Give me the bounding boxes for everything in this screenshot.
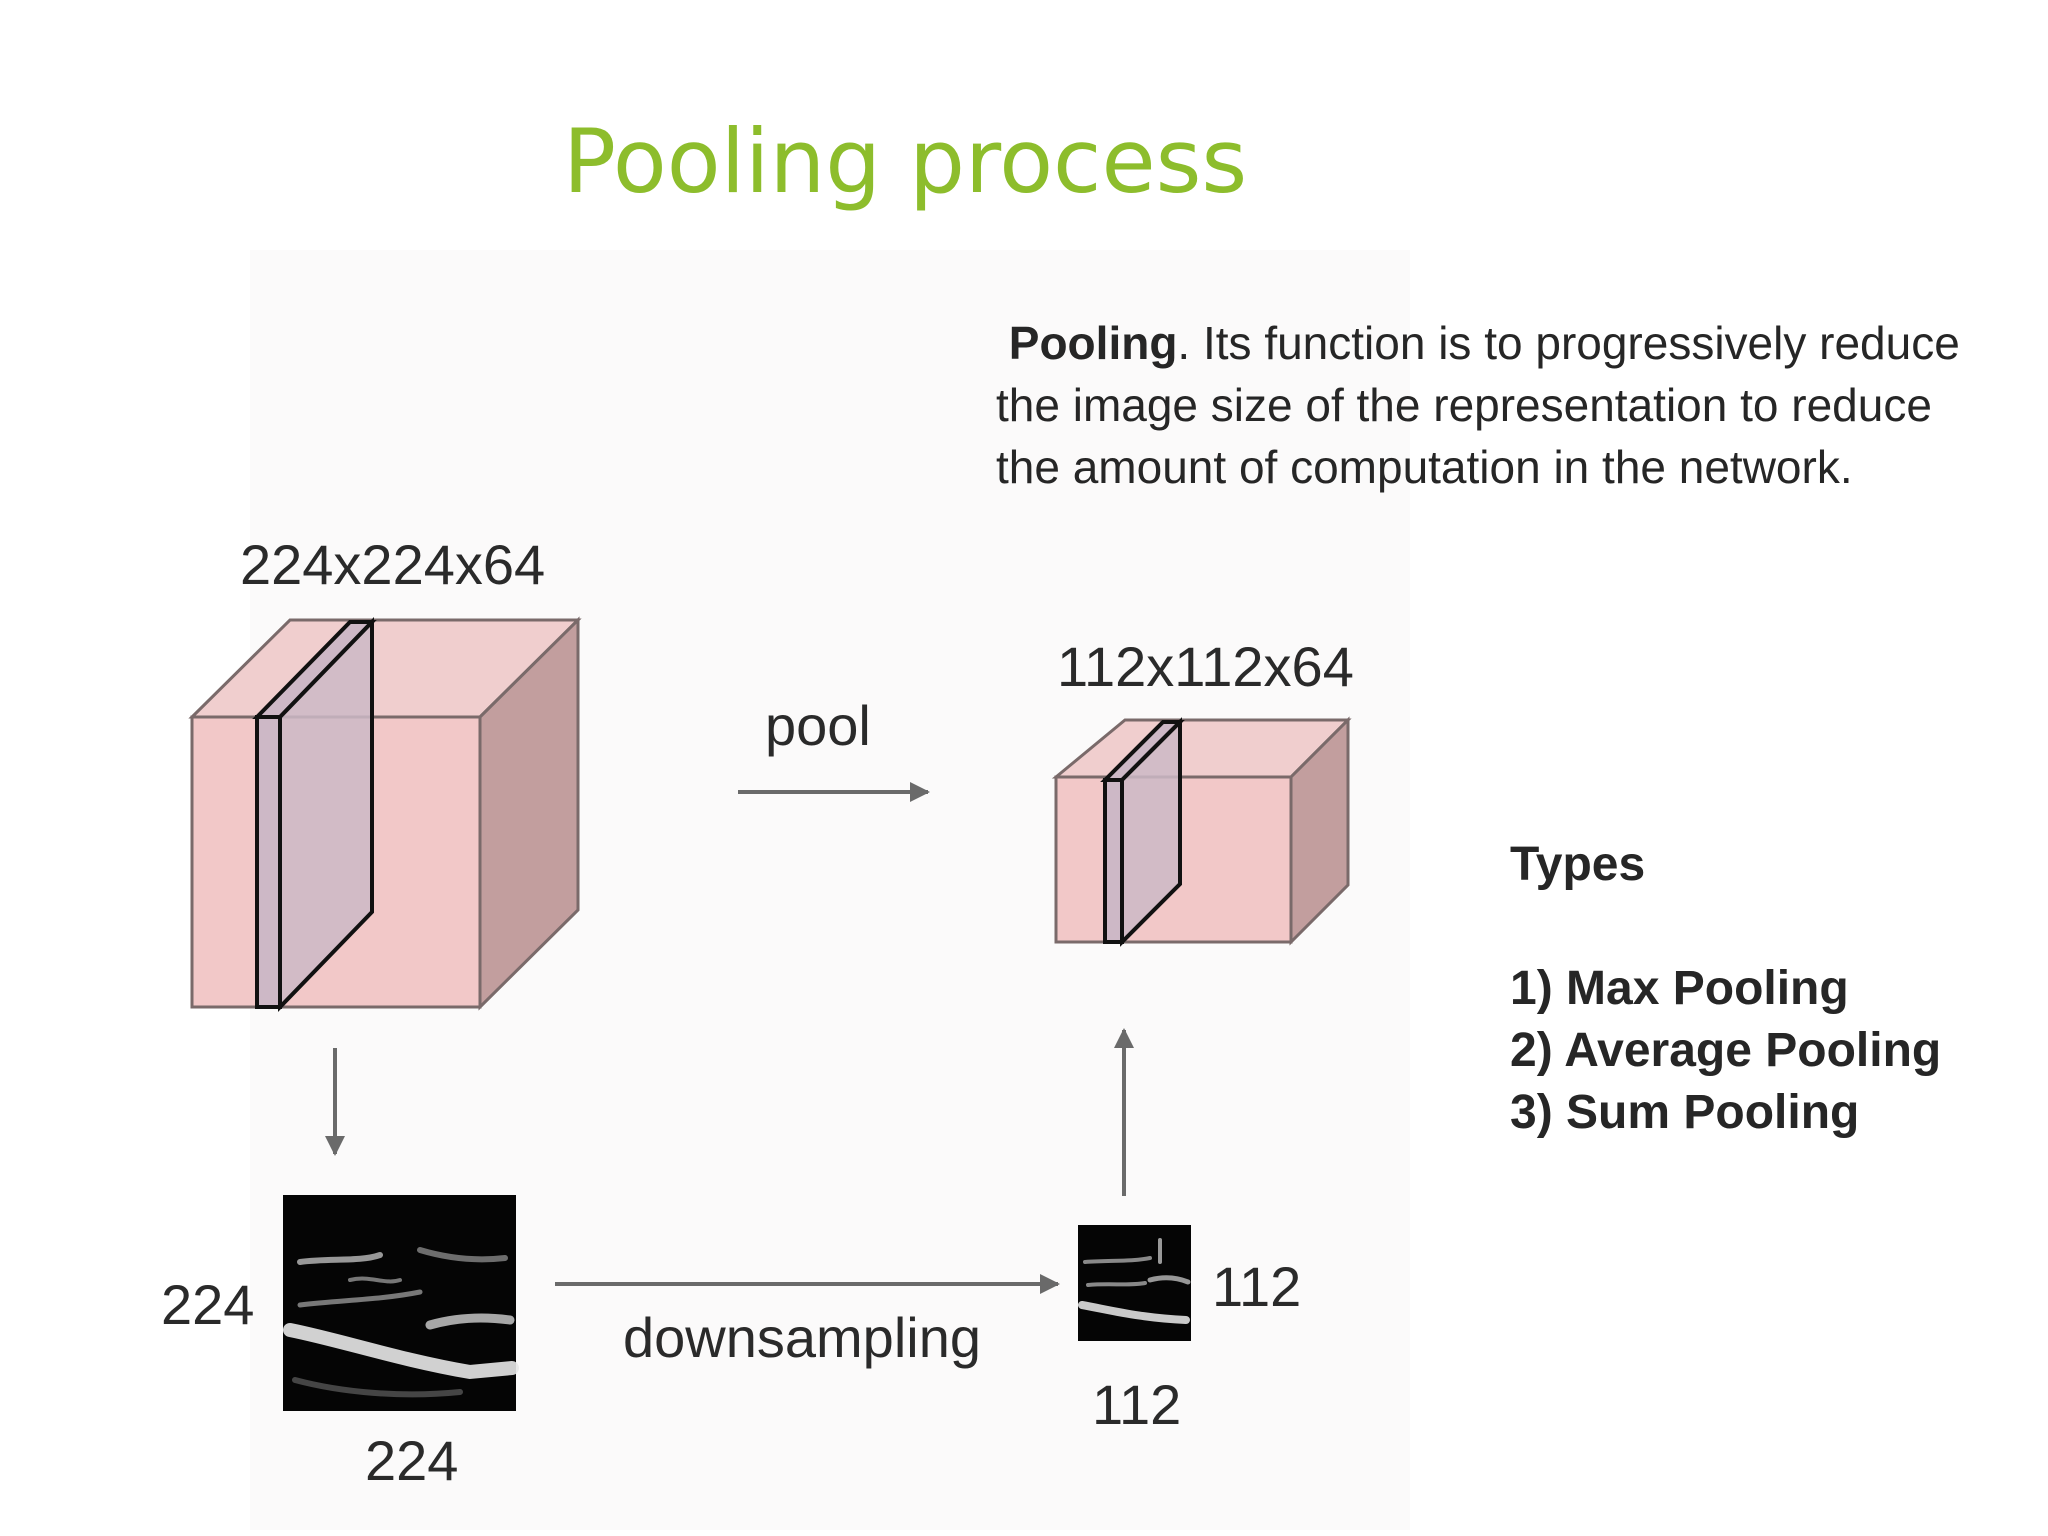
input-activation-streak: [348, 1276, 402, 1284]
output-activation-streak: [1147, 1275, 1191, 1285]
downsampling-label: downsampling: [623, 1306, 981, 1369]
description-text: . Its function is to progressively reduc…: [996, 317, 1960, 493]
types-item-sum: 3) Sum Pooling: [1510, 1086, 1860, 1139]
input-activation-streak: [425, 1313, 515, 1330]
input-slice-front: [255, 715, 282, 1009]
types-heading: Types: [1510, 838, 1646, 891]
output-volume-label: 112x112x64: [1057, 635, 1354, 698]
input-activation-streak: [297, 1289, 423, 1308]
pooling-types: Types 1) Max Pooling 2) Average Pooling …: [1510, 834, 1941, 1144]
slide-title: Pooling process: [563, 110, 1248, 213]
input-volume: 224x224x64: [188, 533, 582, 1012]
output-activation-streak: [1078, 1301, 1190, 1324]
input-activation-streak: [292, 1377, 463, 1398]
output-slice-side: [1120, 717, 1182, 947]
input-activation-streak: [417, 1247, 508, 1263]
output-activation-streak: [1086, 1281, 1147, 1287]
input-slice-width-label: 224: [365, 1429, 458, 1492]
output-slice-width-label: 112: [1092, 1373, 1181, 1436]
input-activation-slice: 224 224: [161, 1195, 519, 1492]
input-slice-height-label: 224: [161, 1273, 254, 1336]
input-volume-label: 224x224x64: [240, 533, 545, 596]
pooling-description: Pooling. Its function is to progressivel…: [996, 312, 1996, 498]
output-volume: 112x112x64: [1051, 635, 1354, 947]
pool-label: pool: [765, 694, 871, 757]
output-activation-slice: 112 112: [1078, 1225, 1301, 1436]
output-slice-front: [1103, 778, 1124, 944]
description-bold-lead: Pooling: [1008, 317, 1178, 369]
input-activation-streak: [297, 1252, 383, 1265]
output-activation-streak: [1083, 1256, 1152, 1264]
types-item-max: 1) Max Pooling: [1510, 962, 1849, 1015]
input-slice-side: [278, 617, 374, 1012]
types-item-average: 2) Average Pooling: [1510, 1024, 1942, 1077]
input-activation-streak: [283, 1323, 519, 1380]
output-slice-height-label: 112: [1212, 1255, 1301, 1318]
